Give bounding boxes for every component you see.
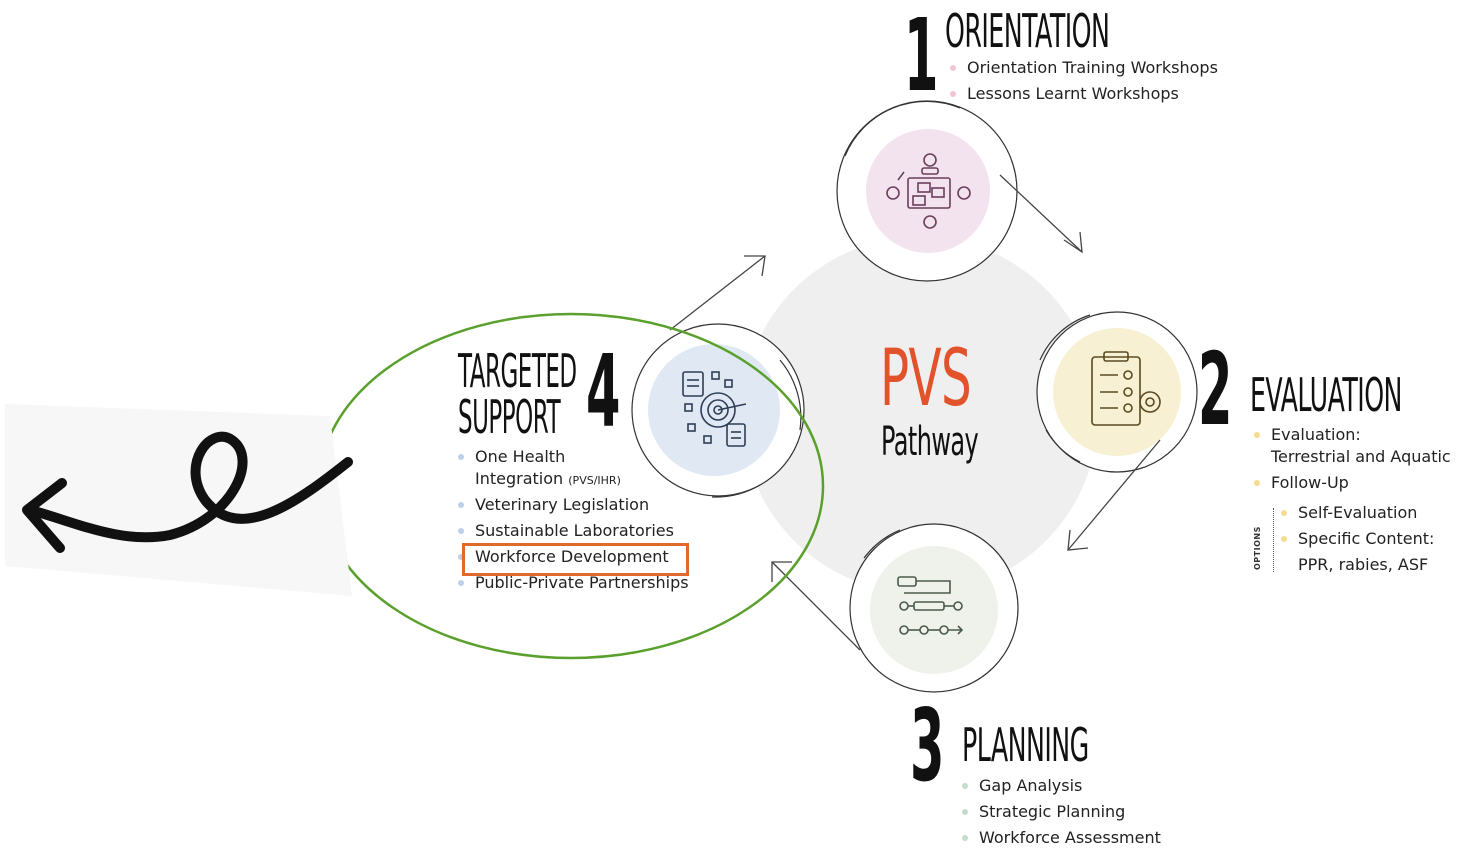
stage-4-title-line2: SUPPORT: [458, 390, 561, 444]
list-item: Follow-Up: [1252, 468, 1451, 498]
target-documents-icon: [682, 371, 747, 447]
list-item: Strategic Planning: [960, 799, 1161, 825]
list-item: Veterinary Legislation: [456, 492, 689, 518]
list-item: Specific Content:: [1279, 526, 1434, 552]
stage-3-items: Gap Analysis Strategic Planning Workforc…: [960, 773, 1161, 851]
stage-2-items: Evaluation: Terrestrial and Aquatic Foll…: [1252, 424, 1451, 498]
stage-3-title: PLANNING: [962, 718, 1089, 772]
list-item: Evaluation:: [1252, 424, 1451, 446]
list-item: Sustainable Laboratories: [456, 518, 689, 544]
center-subtitle: Pathway: [881, 419, 979, 465]
options-divider: [1273, 508, 1274, 572]
curly-arrow-left-icon: [22, 431, 353, 553]
stage-1-circle: [836, 100, 1018, 282]
list-item: PPR, rabies, ASF: [1298, 555, 1429, 574]
center-circle: [742, 237, 1098, 593]
cycle-arrows: [669, 174, 1161, 651]
stage-2-options: Self-Evaluation Specific Content: PPR, r…: [1279, 500, 1434, 578]
stage-4-number: 4: [586, 333, 621, 450]
list-item: Public-Private Partnerships: [456, 570, 689, 596]
list-item: Self-Evaluation: [1279, 500, 1434, 526]
stage-3-number: 3: [910, 687, 945, 804]
list-item: Terrestrial and Aquatic: [1271, 447, 1451, 466]
workforce-development-highlight: [462, 543, 689, 576]
workflow-icon: [897, 576, 964, 635]
list-item: One Health: [456, 446, 689, 468]
stage-1-title: ORIENTATION: [945, 4, 1110, 58]
list-item: Workforce Assessment: [960, 825, 1161, 851]
list-item: Lessons Learnt Workshops: [948, 81, 1218, 107]
stage-2-title: EVALUATION: [1250, 368, 1402, 422]
list-item: Gap Analysis: [960, 773, 1161, 799]
stage-1-number: 1: [904, 0, 939, 114]
checklist-gear-icon: [1091, 351, 1161, 426]
arrow-backdrop: [5, 404, 352, 596]
stage-2-number: 2: [1198, 331, 1233, 448]
list-item: Workforce Development: [456, 544, 689, 570]
stage-1-items: Orientation Training Workshops Lessons L…: [948, 55, 1218, 107]
options-label: OPTIONS: [1253, 526, 1262, 570]
stage-3-circle: [849, 523, 1019, 693]
stage-4-items: One Health Integration (PVS/IHR) Veterin…: [456, 446, 689, 596]
team-meeting-icon: [886, 153, 971, 229]
list-item: Orientation Training Workshops: [948, 55, 1218, 81]
stage-4-title-line1: TARGETED: [458, 344, 577, 398]
center-title: PVS: [880, 334, 972, 424]
list-item: Integration (PVS/IHR): [475, 469, 621, 488]
